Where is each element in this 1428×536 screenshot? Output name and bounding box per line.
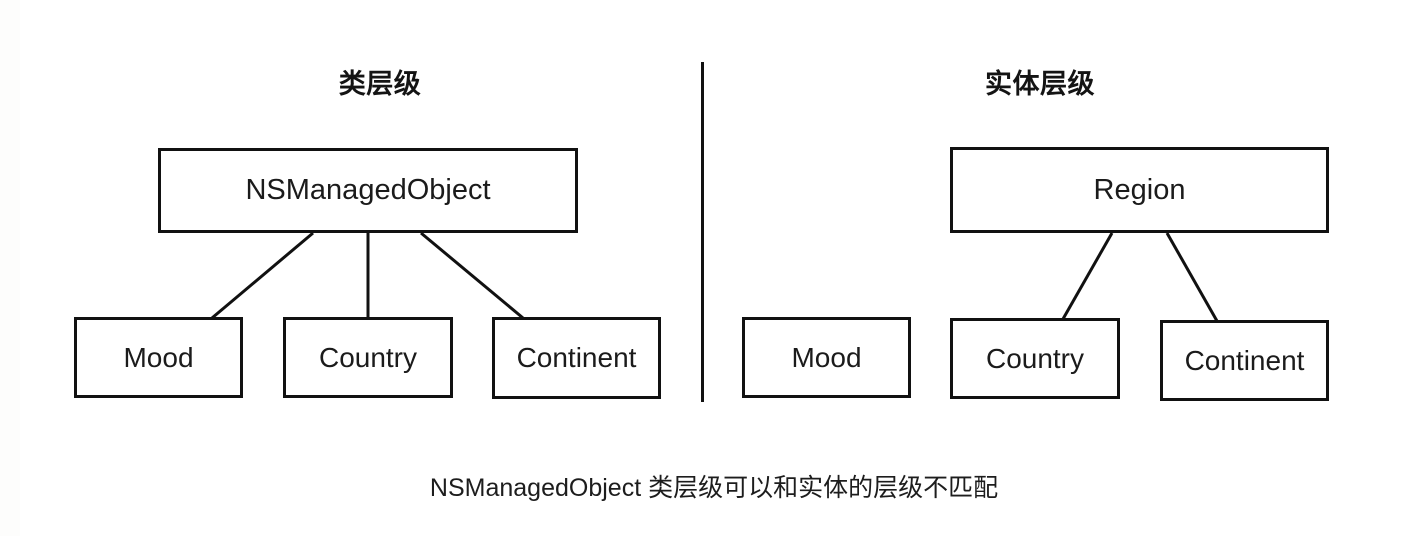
node-entity-country-label: Country (985, 342, 1085, 374)
panel-divider (701, 62, 704, 402)
panel-title-entity-hierarchy: 实体层级 (985, 69, 1095, 99)
node-nsmanagedobject[interactable]: NSManagedObject (158, 148, 578, 233)
connector-nsmanagedobject-to-mood (211, 231, 314, 320)
node-entity-mood[interactable]: Mood (742, 317, 911, 398)
node-entity-mood-label: Mood (791, 341, 862, 373)
connector-nsmanagedobject-to-continent (420, 231, 524, 320)
node-entity-continent[interactable]: Continent (1160, 320, 1329, 401)
node-entity-continent-label: Continent (1184, 344, 1305, 376)
diagram-caption: NSManagedObject 类层级可以和实体的层级不匹配 (429, 474, 999, 502)
node-class-mood-label: Mood (123, 341, 194, 373)
connector-region-to-country (1061, 232, 1114, 320)
node-class-mood[interactable]: Mood (74, 317, 243, 398)
node-region[interactable]: Region (950, 147, 1329, 233)
node-class-continent[interactable]: Continent (492, 317, 661, 399)
connector-region-to-continent (1165, 232, 1219, 322)
node-nsmanagedobject-label: NSManagedObject (245, 174, 491, 206)
node-region-label: Region (1093, 173, 1186, 206)
node-entity-country[interactable]: Country (950, 318, 1120, 399)
panel-title-class-hierarchy: 类层级 (338, 69, 422, 99)
node-class-country[interactable]: Country (283, 317, 453, 398)
left-edge-band (0, 0, 20, 536)
node-class-continent-label: Continent (516, 342, 637, 373)
node-class-country-label: Country (318, 341, 418, 373)
